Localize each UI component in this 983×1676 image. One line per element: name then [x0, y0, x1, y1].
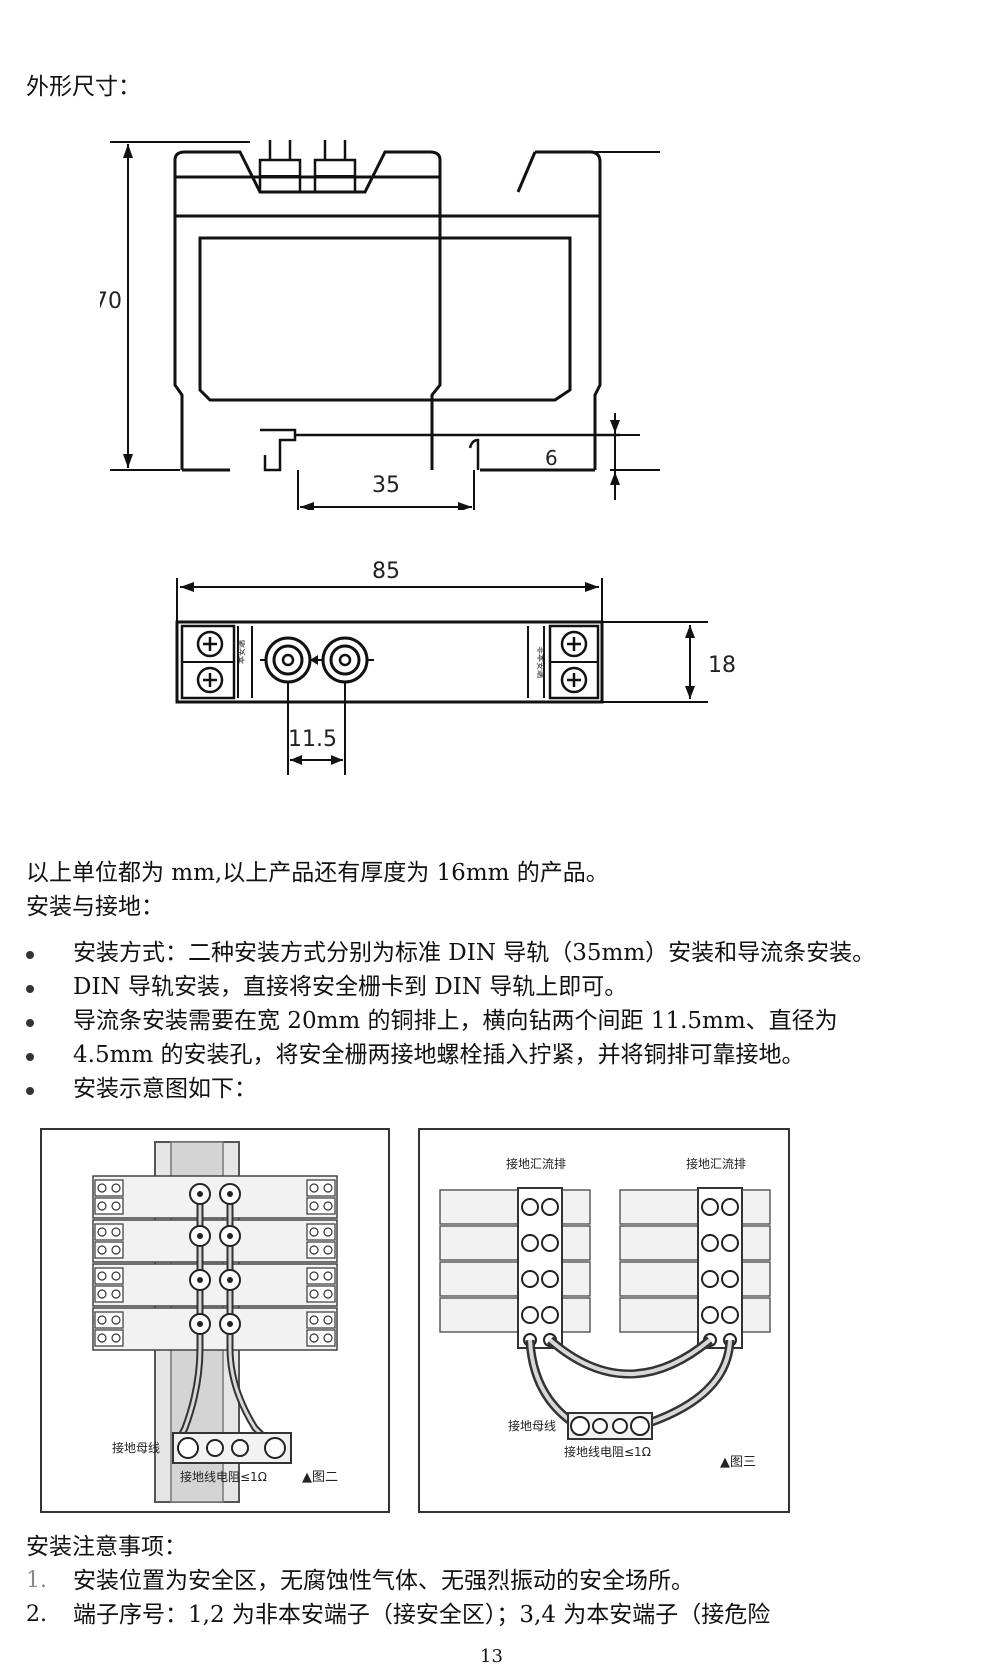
- nonsafe-side-label: 非本安端: [536, 646, 546, 678]
- dim-6-label: 6: [545, 446, 558, 470]
- section-heading: 外形尺寸：: [26, 74, 141, 100]
- dim-70-label: 70: [100, 289, 122, 314]
- fig2-resistance-label: 接地线电阻≤1Ω: [180, 1469, 267, 1484]
- dim-11-5-label: 11.5: [288, 727, 337, 752]
- dim-35-label: 35: [372, 473, 400, 498]
- bullet-item: 导流条安装需要在宽 20mm 的铜排上，横向钻两个间距 11.5mm、直径为: [73, 1008, 838, 1034]
- front-view-drawing: 70 67 6 35: [100, 140, 660, 510]
- bullet-item: 安装示意图如下：: [73, 1076, 257, 1102]
- figure-3-busbar: 接地汇流排 接地汇流排 接地母线 接地线电: [418, 1128, 790, 1513]
- note-text: 安装位置为安全区，无腐蚀性气体、无强烈振动的安全场所。: [73, 1568, 694, 1594]
- bullet-item: DIN 导轨安装，直接将安全栅卡到 DIN 导轨上即可。: [73, 974, 628, 1000]
- fig2-busbar-label: 接地母线: [112, 1440, 160, 1455]
- fig3-busbar-label: 接地母线: [508, 1418, 556, 1433]
- bullet-dot: [26, 1053, 34, 1061]
- install-heading: 安装与接地：: [26, 894, 164, 920]
- notes-heading: 安装注意事项：: [26, 1534, 187, 1560]
- note-text: 端子序号：1,2 为非本安端子（接安全区）；3,4 为本安端子（接危险: [73, 1602, 771, 1628]
- note-number: 1.: [26, 1568, 47, 1593]
- figure-2-din-rail: 接地母线 接地线电阻≤1Ω ▲图二: [40, 1128, 390, 1513]
- fig3-caption: ▲图三: [720, 1455, 756, 1470]
- bullet-item: 4.5mm 的安装孔，将安全栅两接地螺栓插入拧紧，并将铜排可靠接地。: [73, 1042, 805, 1068]
- fig3-left-bar-label: 接地汇流排: [506, 1156, 566, 1171]
- fig3-resistance-label: 接地线电阻≤1Ω: [564, 1444, 651, 1459]
- page-number: 13: [480, 1646, 503, 1667]
- fig3-right-bar-label: 接地汇流排: [686, 1156, 746, 1171]
- bullet-dot: [26, 1019, 34, 1027]
- bullet-dot: [26, 985, 34, 993]
- bullet-item: 安装方式：二种安装方式分别为标准 DIN 导轨（35mm）安装和导流条安装。: [73, 940, 876, 966]
- unit-note: 以上单位都为 mm,以上产品还有厚度为 16mm 的产品。: [26, 860, 609, 886]
- safe-side-label: 本安端: [236, 640, 246, 664]
- dim-18-label: 18: [708, 653, 736, 678]
- bullet-dot: [26, 1087, 34, 1095]
- note-number: 2.: [26, 1602, 47, 1627]
- bullet-dot: [26, 951, 34, 959]
- fig2-caption: ▲图二: [302, 1470, 338, 1485]
- dim-85-label: 85: [372, 560, 400, 584]
- top-view-drawing: 本安端 非本安端 85 18 11.5: [175, 560, 736, 775]
